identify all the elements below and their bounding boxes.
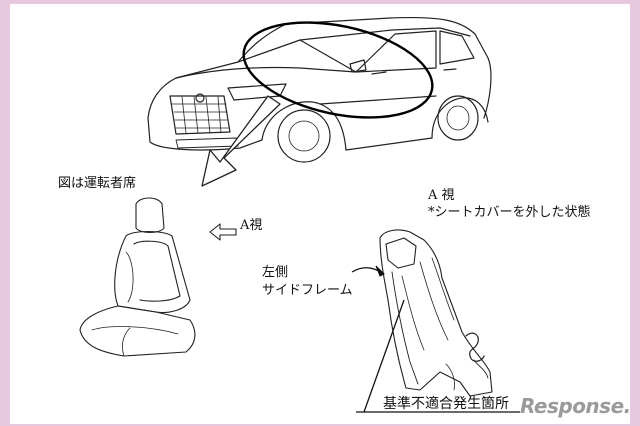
car-drawing (147, 16, 492, 163)
response-watermark-logo: Response. (520, 394, 631, 418)
side-frame-drawing (379, 229, 493, 397)
seat-drawing (79, 197, 196, 357)
defect-location-label: 基準不適合発生箇所 (383, 396, 509, 412)
side-frame-label: サイドフレーム (262, 283, 353, 298)
left-side-arrowhead-icon (375, 265, 385, 277)
cover-removed-note: *シートカバーを外した状態 (428, 205, 591, 220)
view-a-arrow-label: A視 (240, 218, 263, 233)
view-a-label: A 視 (428, 188, 455, 203)
left-side-label: 左側 (262, 265, 289, 280)
defect-leader-line (363, 299, 405, 413)
pointer-arrow-icon (201, 95, 281, 187)
highlight-ellipse (242, 21, 434, 119)
view-a-arrow-icon (209, 223, 237, 241)
seat-caption: 図は運転者席 (58, 176, 137, 191)
